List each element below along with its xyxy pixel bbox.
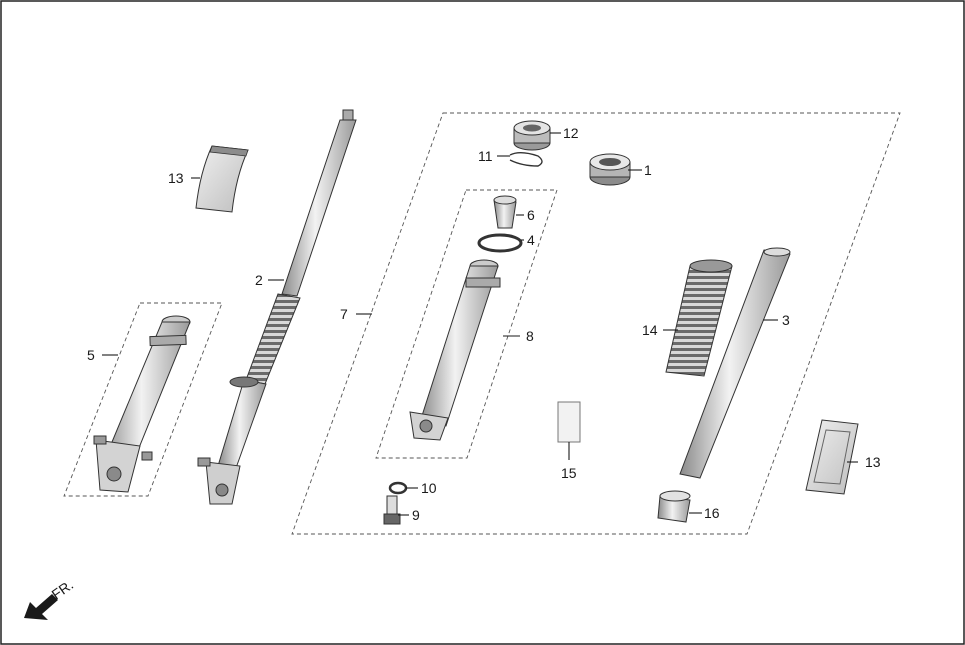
fork-cap: [342, 109, 354, 121]
group-outline-5: [63, 302, 223, 497]
callout-11: 11: [478, 148, 493, 164]
group-outline-8: [375, 189, 558, 459]
callout-3: 3: [782, 312, 790, 328]
seal-part-12: [513, 120, 551, 151]
leg-axle-hole: [106, 466, 122, 482]
fork-dust-boot: [245, 293, 301, 385]
callout-1: 1: [644, 162, 652, 178]
callout-5: 5: [87, 347, 95, 363]
pad-part-13-right: [805, 419, 859, 495]
callout-9: 9: [412, 507, 420, 523]
callout-2: 2: [255, 272, 263, 288]
dust-boot-part-14: [665, 265, 733, 377]
pad-top-edge: [209, 145, 249, 157]
inner-leg-part-8: [409, 259, 501, 441]
leader-lines: [102, 132, 858, 516]
fork-axle-hole: [215, 483, 229, 497]
fork-axle-mount: [205, 461, 241, 505]
group-outline-7: [291, 112, 901, 535]
callout-13-left: 13: [168, 170, 184, 186]
outer-fork-leg-part-5: [93, 315, 191, 493]
fork-assembly-part-2: [197, 109, 357, 505]
callout-15: 15: [561, 465, 577, 481]
callout-8: 8: [526, 328, 534, 344]
leg-axle-boss: [95, 439, 141, 493]
leg-lug: [93, 435, 107, 445]
pad-inner-rim: [813, 429, 851, 485]
tube-top: [763, 247, 791, 257]
leg-clamp: [149, 334, 187, 347]
boot-top: [689, 259, 733, 273]
callout-13-right: 13: [865, 454, 881, 470]
callout-6: 6: [527, 207, 535, 223]
front-direction-arrow-icon: [24, 594, 58, 620]
callout-16: 16: [704, 505, 720, 521]
label-part-15: [557, 401, 581, 443]
fork-outer-tube: [217, 379, 267, 469]
callout-4: 4: [527, 232, 535, 248]
fork-collar: [229, 376, 259, 388]
bolt-part-9: [383, 495, 401, 525]
callout-14: 14: [642, 322, 658, 338]
leg-lug-right: [141, 451, 153, 461]
callout-12: 12: [563, 125, 579, 141]
washer-part-10: [388, 481, 408, 495]
washer-part-4: [477, 233, 523, 253]
clip-part-11: [509, 152, 543, 167]
pad-part-13-left: [195, 145, 249, 213]
fork-inner-tube: [281, 119, 357, 297]
bush-part-6: [493, 195, 517, 229]
bearing-part-1: [589, 153, 631, 186]
slide-bush-part-16: [657, 490, 691, 523]
callout-10: 10: [421, 480, 437, 496]
fork-caliper-lug: [197, 457, 211, 467]
callout-7: 7: [340, 306, 348, 322]
